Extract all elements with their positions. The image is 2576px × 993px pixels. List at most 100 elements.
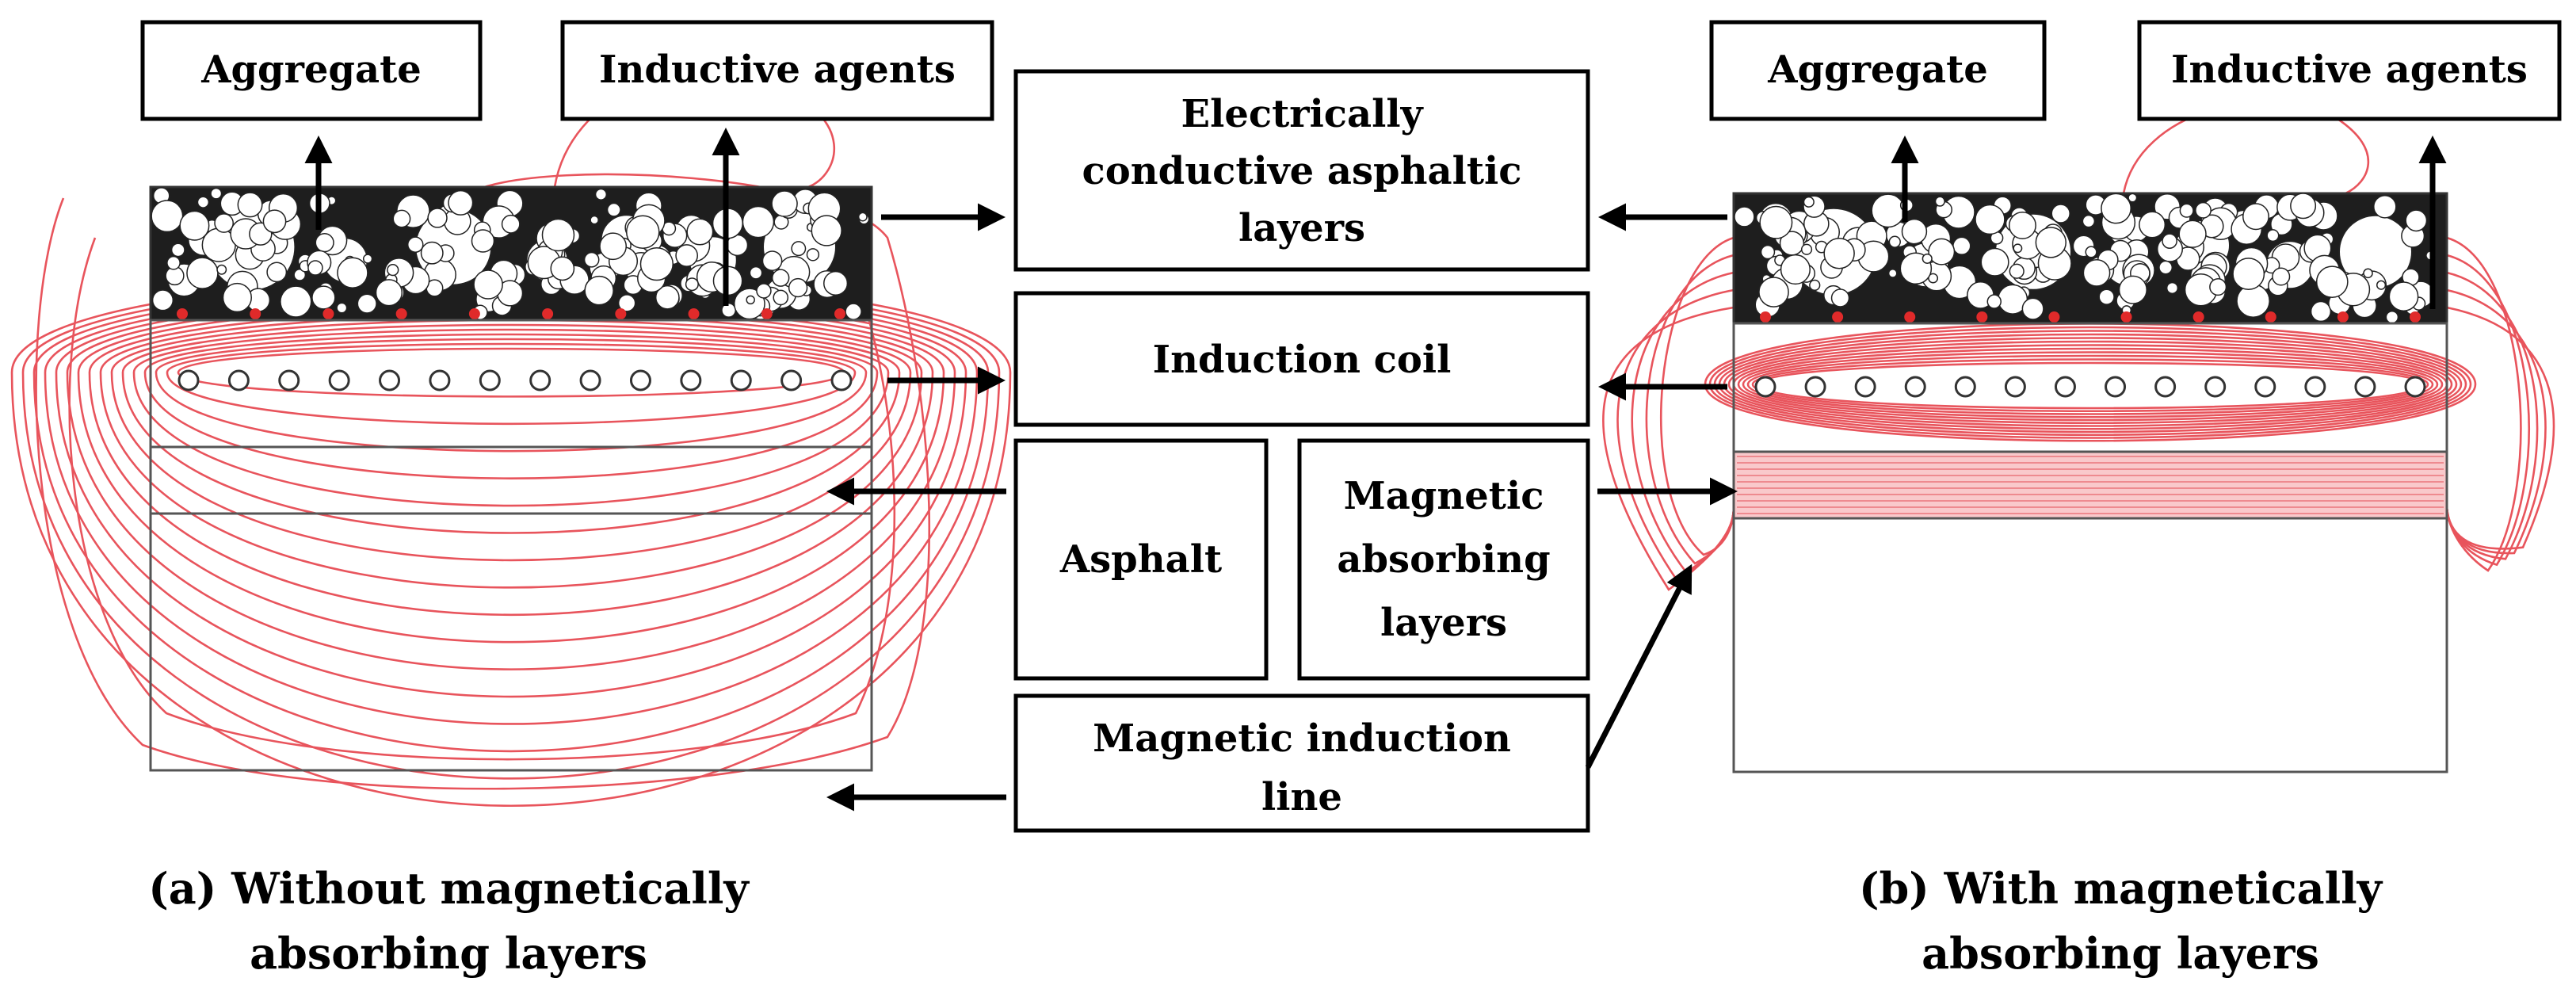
magnetic-absorbing-text-3: layers bbox=[1380, 601, 1507, 645]
inductive-agents-right-text: Inductive agents bbox=[2171, 48, 2528, 92]
inductive-agent-particle bbox=[250, 308, 261, 319]
aggregate-particle bbox=[2013, 243, 2023, 254]
aggregate-particle bbox=[806, 248, 820, 262]
aggregate-particle bbox=[1780, 254, 1811, 285]
aggregate-particle bbox=[1901, 218, 1928, 245]
aggregate-particle bbox=[387, 264, 399, 277]
aggregate-particle bbox=[448, 189, 474, 216]
aggregate-particle bbox=[210, 187, 223, 200]
conductive-layers-text-2: conductive asphaltic bbox=[1082, 149, 1522, 193]
coil-turn bbox=[2004, 376, 2026, 398]
aggregate-particle bbox=[2236, 284, 2270, 318]
label-asphalt: Asphalt bbox=[1013, 438, 1269, 681]
coil-turn bbox=[2105, 376, 2127, 398]
inductive-agents-left-text: Inductive agents bbox=[599, 48, 956, 92]
field-line bbox=[1713, 330, 2467, 437]
caption-right-line-1: (b) With magnetically bbox=[1859, 863, 2383, 914]
coil-turn bbox=[1954, 376, 1976, 398]
coil-turn bbox=[529, 369, 551, 391]
inductive-agent-particle bbox=[2120, 311, 2132, 323]
aggregate-particle bbox=[2139, 211, 2166, 239]
aggregate-particle bbox=[1800, 243, 1813, 255]
aggregate-particle bbox=[293, 268, 307, 281]
coil-turn bbox=[780, 369, 803, 391]
aggregate-particle bbox=[2162, 233, 2177, 249]
panel-left bbox=[10, 71, 1012, 807]
aggregate-particle bbox=[471, 229, 495, 253]
label-inductive-agents-left: Inductive agents bbox=[560, 20, 994, 121]
induction-coil-left bbox=[177, 369, 853, 391]
aggregate-particle bbox=[2082, 258, 2111, 287]
aggregate-particle bbox=[1980, 247, 2009, 277]
aggregate-particle bbox=[1887, 269, 1898, 278]
aggregate-particle bbox=[357, 293, 377, 314]
aggregate-particle bbox=[170, 243, 185, 258]
induction-line-text-2: line bbox=[1261, 775, 1342, 819]
coil-turn bbox=[579, 369, 601, 391]
inductive-agent-particle bbox=[1832, 311, 1844, 323]
caption-left: (a) Without magnetically absorbing layer… bbox=[148, 863, 750, 979]
coil-turn bbox=[1904, 376, 1926, 398]
aggregate-particle bbox=[501, 214, 521, 234]
field-line bbox=[44, 290, 979, 725]
aggregate-particle bbox=[773, 289, 789, 306]
aggregate-particle bbox=[2388, 281, 2419, 312]
coil-turn bbox=[177, 369, 200, 391]
aggregate-particle bbox=[2376, 280, 2387, 290]
field-line bbox=[166, 342, 857, 426]
aggregate-particle bbox=[2363, 268, 2373, 279]
coil-turn bbox=[479, 369, 501, 391]
aggregate-particle bbox=[280, 285, 312, 318]
conductive-layers-text-1: Electrically bbox=[1181, 92, 1425, 136]
aggregate-particle bbox=[2209, 278, 2227, 296]
aggregate-left-text: Aggregate bbox=[200, 48, 422, 92]
aggregate-particle bbox=[2021, 297, 2044, 320]
aggregate-particle bbox=[2009, 263, 2025, 279]
aggregate-particle bbox=[427, 208, 448, 228]
coil-turn bbox=[830, 369, 853, 391]
caption-left-line-1: (a) Without magnetically bbox=[148, 863, 750, 914]
aggregate-particle bbox=[2085, 246, 2097, 258]
inductive-agent-particle bbox=[1760, 311, 1771, 323]
field-line-side-right bbox=[2445, 254, 2530, 567]
aggregate-particle bbox=[857, 212, 868, 222]
aggregate-particle bbox=[2178, 220, 2207, 248]
aggregate-particle bbox=[811, 215, 842, 246]
field-line bbox=[155, 338, 868, 453]
inductive-agent-particle bbox=[468, 308, 480, 319]
asphalt-text: Asphalt bbox=[1059, 537, 1222, 582]
aggregate-particle bbox=[1803, 196, 1815, 208]
base-layer-right bbox=[1732, 517, 2448, 773]
field-line-side-left bbox=[1645, 254, 1735, 565]
aggregate-particle bbox=[2272, 267, 2291, 286]
coil-turn bbox=[629, 369, 651, 391]
magnetic-field-lines-left bbox=[10, 71, 1012, 807]
field-line bbox=[143, 333, 879, 479]
aggregate-particle bbox=[2310, 300, 2332, 323]
field-line-side-right bbox=[2445, 306, 2555, 550]
aggregate-right-text: Aggregate bbox=[1767, 48, 1988, 92]
coil-turn bbox=[429, 369, 451, 391]
induction-line-text-1: Magnetic induction bbox=[1093, 716, 1511, 761]
aggregate-particle bbox=[1922, 253, 1933, 264]
aggregate-particle bbox=[654, 285, 680, 310]
inductive-agent-particle bbox=[1976, 311, 1988, 323]
field-line bbox=[1742, 351, 2439, 418]
aggregate-particle bbox=[311, 285, 336, 310]
inductive-agent-particle bbox=[2192, 311, 2204, 323]
field-line bbox=[1746, 354, 2434, 415]
inductive-agent-particle bbox=[615, 308, 627, 319]
aggregate-particle bbox=[1986, 294, 2002, 309]
aggregate-particles-right bbox=[1734, 193, 2436, 324]
coil-turn bbox=[2404, 376, 2426, 398]
aggregate-particle bbox=[823, 270, 849, 296]
aggregate-particle bbox=[166, 255, 181, 270]
aggregate-particle bbox=[2195, 201, 2212, 219]
magnetic-field-lines-right bbox=[1602, 101, 2555, 591]
aggregate-particle bbox=[1830, 288, 1850, 307]
aggregate-particle bbox=[262, 209, 287, 234]
inductive-agent-particle bbox=[542, 308, 554, 319]
label-induction-coil: Induction coil bbox=[1013, 291, 1590, 427]
aggregate-particle bbox=[2098, 288, 2115, 305]
coil-turn bbox=[2054, 376, 2076, 398]
